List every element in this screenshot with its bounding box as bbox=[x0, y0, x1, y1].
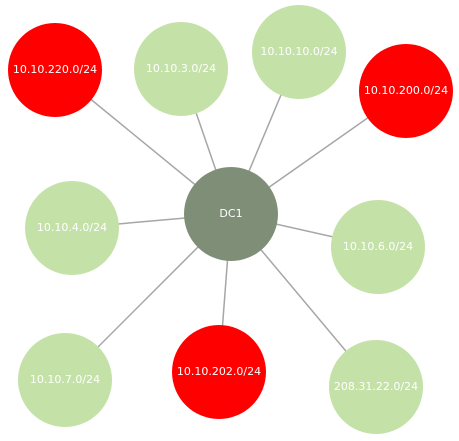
hub-node-dc1[interactable]: DC1 bbox=[184, 167, 278, 261]
subnet-node-10-10-3-0[interactable]: 10.10.3.0/24 bbox=[134, 22, 228, 116]
subnet-node-10-10-10-0[interactable]: 10.10.10.0/24 bbox=[252, 5, 346, 99]
subnet-node-10-10-202-0[interactable]: 10.10.202.0/24 bbox=[172, 325, 266, 419]
subnet-node-label: 10.10.200.0/24 bbox=[364, 84, 448, 97]
subnet-node-circle bbox=[359, 44, 453, 138]
subnet-node-10-10-4-0[interactable]: 10.10.4.0/24 bbox=[25, 181, 119, 275]
subnet-node-circle bbox=[172, 325, 266, 419]
subnet-node-label: 10.10.3.0/24 bbox=[146, 62, 216, 75]
subnet-node-10-10-220-0[interactable]: 10.10.220.0/24 bbox=[8, 23, 102, 117]
subnet-node-circle bbox=[329, 340, 423, 434]
subnet-node-label: 10.10.202.0/24 bbox=[177, 365, 261, 378]
subnet-node-circle bbox=[8, 23, 102, 117]
subnet-node-10-10-6-0[interactable]: 10.10.6.0/24 bbox=[331, 200, 425, 294]
subnet-node-label: 10.10.4.0/24 bbox=[37, 221, 107, 234]
subnet-node-label: 10.10.6.0/24 bbox=[343, 240, 413, 253]
subnet-node-circle bbox=[25, 181, 119, 275]
subnet-node-label: 10.10.220.0/24 bbox=[13, 63, 97, 76]
subnet-node-circle bbox=[134, 22, 228, 116]
subnet-node-label: 10.10.7.0/24 bbox=[30, 373, 100, 386]
hub-node-label: DC1 bbox=[219, 207, 242, 220]
subnet-node-label: 208.31.22.0/24 bbox=[334, 380, 418, 393]
subnet-node-10-10-200-0[interactable]: 10.10.200.0/24 bbox=[359, 44, 453, 138]
subnet-node-label: 10.10.10.0/24 bbox=[260, 45, 337, 58]
subnet-node-circle bbox=[252, 5, 346, 99]
subnet-node-circle bbox=[331, 200, 425, 294]
hub-node-circle bbox=[184, 167, 278, 261]
subnet-node-10-10-7-0[interactable]: 10.10.7.0/24 bbox=[18, 333, 112, 427]
subnet-node-208-31-22-0[interactable]: 208.31.22.0/24 bbox=[329, 340, 423, 434]
subnet-node-circle bbox=[18, 333, 112, 427]
